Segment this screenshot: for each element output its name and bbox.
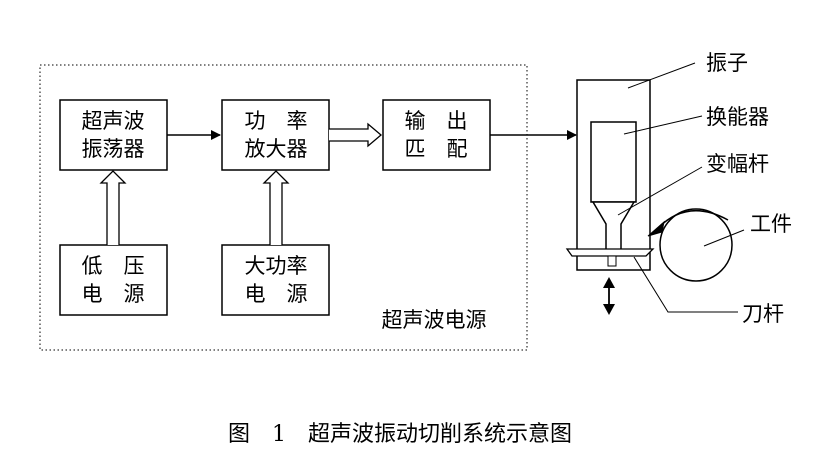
- oscillator-label-line1: 超声波: [82, 109, 145, 133]
- matching-label-line1: 输 出: [405, 109, 468, 133]
- matching-label-line2: 匹 配: [405, 137, 468, 161]
- low-voltage-label-line1: 低 压: [82, 254, 145, 278]
- hollow-arrow-high-power-to-amplifier: [262, 170, 290, 245]
- amplifier-block: 功 率 放大器: [221, 99, 330, 171]
- workpiece-label: 工件: [750, 212, 792, 236]
- leader-workpiece: [703, 229, 745, 247]
- horn-label: 变幅杆: [706, 152, 769, 176]
- power-supply-group-border: [39, 64, 528, 351]
- transducer: [590, 121, 637, 203]
- matching-block: 输 出 匹 配: [382, 99, 491, 171]
- hollow-arrow-amplifier-to-matching: [329, 122, 383, 148]
- oscillator-label-line2: 振荡器: [82, 137, 145, 161]
- figure-caption: 图 1 超声波振动切削系统示意图: [228, 422, 572, 447]
- vibrator-label: 振子: [706, 51, 748, 75]
- tool-bar-label: 刀杆: [742, 302, 784, 326]
- high-power-supply-block: 大功率 电 源: [221, 244, 330, 316]
- leader-tool-bar: [633, 256, 738, 313]
- low-voltage-label-line2: 电 源: [82, 282, 145, 306]
- hollow-arrow-low-voltage-to-oscillator: [99, 170, 127, 245]
- vibration-direction-icon: [603, 277, 615, 315]
- tool-tip: [607, 255, 617, 267]
- rotation-arrow-head: [647, 220, 665, 237]
- low-voltage-supply-block: 低 压 电 源: [59, 244, 168, 316]
- leader-transducer: [623, 115, 703, 135]
- workpiece: [659, 208, 733, 282]
- oscillator-block: 超声波 振荡器: [59, 99, 168, 171]
- high-power-label-line2: 电 源: [245, 282, 308, 306]
- power-supply-group-label: 超声波电源: [382, 308, 487, 332]
- tool-bar: [565, 248, 655, 257]
- transducer-label: 换能器: [706, 105, 769, 129]
- amplifier-label-line1: 功 率: [245, 109, 308, 133]
- leader-horn: [617, 166, 703, 216]
- high-power-label-line1: 大功率: [245, 254, 308, 278]
- amplifier-label-line2: 放大器: [245, 137, 308, 161]
- leader-vibrator: [627, 62, 696, 89]
